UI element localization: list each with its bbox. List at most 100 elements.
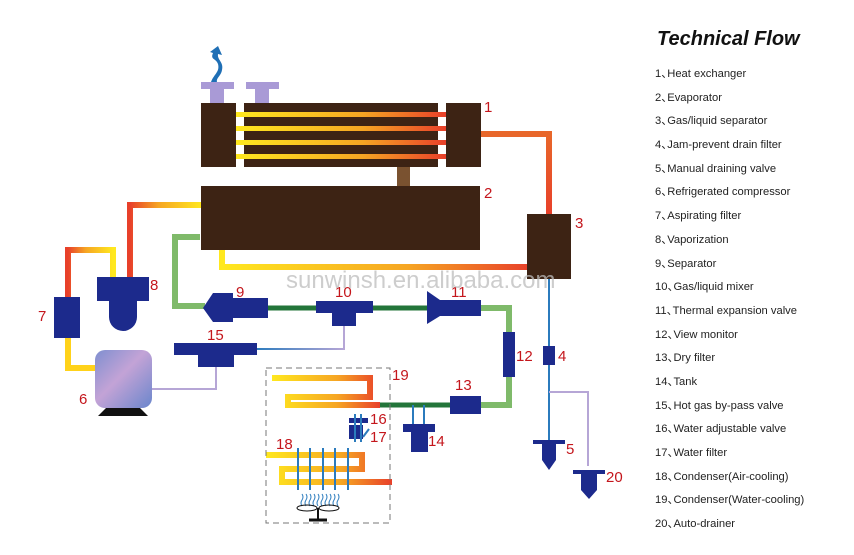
label-18: 18 bbox=[276, 436, 293, 453]
label-13: 13 bbox=[455, 377, 472, 394]
legend-item-label: Evaporator bbox=[667, 91, 722, 104]
legend-item-number: 7 bbox=[655, 210, 662, 223]
legend-item-separator: 、 bbox=[661, 210, 673, 223]
legend-item-number: 14 bbox=[655, 375, 668, 388]
legend-item-label: Gas/liquid mixer bbox=[673, 281, 754, 294]
hot-gas-bypass-valve bbox=[174, 343, 257, 367]
separator bbox=[203, 293, 268, 322]
label-16: 16 bbox=[370, 411, 387, 428]
label-19: 19 bbox=[392, 367, 409, 384]
legend-item: 1、Heat exchanger bbox=[655, 67, 854, 91]
legend-item-label: Gas/liquid separator bbox=[667, 115, 768, 128]
label-3: 3 bbox=[575, 215, 583, 232]
legend-item-number: 6 bbox=[655, 186, 662, 199]
legend-item-number: 1 bbox=[655, 68, 662, 80]
legend-item-number: 11 bbox=[655, 304, 667, 317]
pipe-evaporator-to-vaporization bbox=[127, 202, 202, 280]
pipe-vaporization-to-aspirating-filter bbox=[65, 247, 116, 300]
thermal-expansion-valve bbox=[427, 291, 481, 324]
legend-item-separator: 、 bbox=[667, 447, 679, 459]
legend-item-number: 19 bbox=[655, 494, 668, 507]
legend-item: 15、Hot gas by-pass valve bbox=[655, 399, 854, 423]
legend-item-separator: 、 bbox=[661, 115, 673, 128]
auto-drainer bbox=[573, 470, 605, 499]
legend-item-label: Tank bbox=[673, 375, 698, 388]
legend-item-separator: 、 bbox=[667, 518, 679, 531]
label-11: 11 bbox=[451, 284, 467, 301]
legend-item-label: Dry filter bbox=[673, 352, 716, 365]
pipe-evaporator-to-separator9 bbox=[172, 234, 205, 309]
label-1: 1 bbox=[484, 99, 492, 116]
drain-line-auto bbox=[549, 391, 589, 466]
legend-item-label: Separator bbox=[667, 257, 717, 270]
legend-item: 3、Gas/liquid separator bbox=[655, 114, 854, 138]
legend-item-separator: 、 bbox=[661, 68, 673, 80]
legend-item-separator: 、 bbox=[661, 233, 673, 246]
label-8: 8 bbox=[150, 277, 158, 294]
legend-item-separator: 、 bbox=[661, 186, 673, 199]
legend-item-separator: 、 bbox=[667, 399, 679, 412]
exchanger-evaporator-connector bbox=[397, 167, 410, 186]
air-condenser-coil bbox=[266, 452, 392, 485]
legend-item-label: Manual draining valve bbox=[667, 162, 777, 175]
aspirating-filter bbox=[54, 297, 80, 338]
legend-item-separator: 、 bbox=[667, 494, 679, 507]
view-monitor bbox=[503, 332, 515, 377]
dry-filter bbox=[450, 396, 481, 414]
legend-item-label: Jam-prevent drain filter bbox=[667, 139, 782, 152]
legend-item: 13、Dry filter bbox=[655, 351, 854, 375]
label-6: 6 bbox=[79, 391, 87, 408]
tank bbox=[403, 405, 435, 452]
legend-item-label: Auto-drainer bbox=[673, 518, 736, 531]
legend-item: 5、Manual draining valve bbox=[655, 162, 854, 186]
label-17: 17 bbox=[370, 429, 387, 446]
legend-item-separator: 、 bbox=[667, 281, 679, 294]
legend-item: 12、View monitor bbox=[655, 328, 854, 352]
pipe-bypass-to-compressor bbox=[152, 360, 217, 390]
legend-item: 6、Refrigerated compressor bbox=[655, 185, 854, 209]
pipe-mixer-to-bypass bbox=[255, 322, 345, 350]
inlet-fitting bbox=[246, 82, 279, 89]
air-outlet-arrow-icon bbox=[210, 46, 223, 82]
legend-item-separator: 、 bbox=[667, 328, 679, 341]
legend-item-separator: 、 bbox=[667, 470, 679, 483]
legend-item-label: Hot gas by-pass valve bbox=[673, 399, 784, 412]
legend-item: 16、Water adjustable valve bbox=[655, 422, 854, 446]
watermark: sunwinsh.en.alibaba.com bbox=[286, 267, 556, 294]
legend-item-number: 12 bbox=[655, 328, 668, 341]
legend-item-label: Water filter bbox=[673, 447, 728, 459]
legend-item-separator: 、 bbox=[667, 375, 679, 388]
heat-exchanger bbox=[201, 46, 481, 167]
legend-item-number: 4 bbox=[655, 139, 662, 152]
legend-item: 7、Aspirating filter bbox=[655, 209, 854, 233]
legend-item: 17、Water filter bbox=[655, 446, 854, 470]
legend-item-label: Condenser(Air-cooling) bbox=[673, 470, 789, 483]
refrigerated-compressor bbox=[95, 350, 152, 416]
outlet-fitting bbox=[201, 82, 234, 89]
legend-item-separator: 、 bbox=[661, 257, 673, 270]
water-condenser-coil bbox=[272, 375, 380, 408]
jam-prevent-drain-filter bbox=[543, 346, 555, 365]
legend-item-number: 2 bbox=[655, 91, 662, 104]
legend-item-number: 5 bbox=[655, 162, 662, 175]
legend-item-separator: 、 bbox=[661, 139, 673, 152]
legend-item: 9、Separator bbox=[655, 257, 854, 281]
legend-item-number: 18 bbox=[655, 470, 668, 483]
legend-item-label: Aspirating filter bbox=[667, 210, 742, 223]
legend-item-label: Thermal expansion valve bbox=[672, 304, 797, 317]
label-15: 15 bbox=[207, 327, 224, 344]
legend-item: 2、Evaporator bbox=[655, 91, 854, 115]
legend-item: 10、Gas/liquid mixer bbox=[655, 280, 854, 304]
legend-item: 19、Condenser(Water-cooling) bbox=[655, 493, 854, 517]
legend-item-label: Heat exchanger bbox=[667, 68, 747, 80]
label-4: 4 bbox=[558, 348, 566, 365]
evaporator bbox=[201, 186, 480, 250]
legend-item-number: 17 bbox=[655, 447, 668, 459]
legend-item-number: 3 bbox=[655, 115, 662, 128]
legend-item-number: 10 bbox=[655, 281, 668, 294]
legend-item: 11、Thermal expansion valve bbox=[655, 304, 854, 328]
legend-item: 8、Vaporization bbox=[655, 233, 854, 257]
gas-liquid-mixer bbox=[316, 301, 373, 326]
legend-item-separator: 、 bbox=[666, 304, 678, 317]
